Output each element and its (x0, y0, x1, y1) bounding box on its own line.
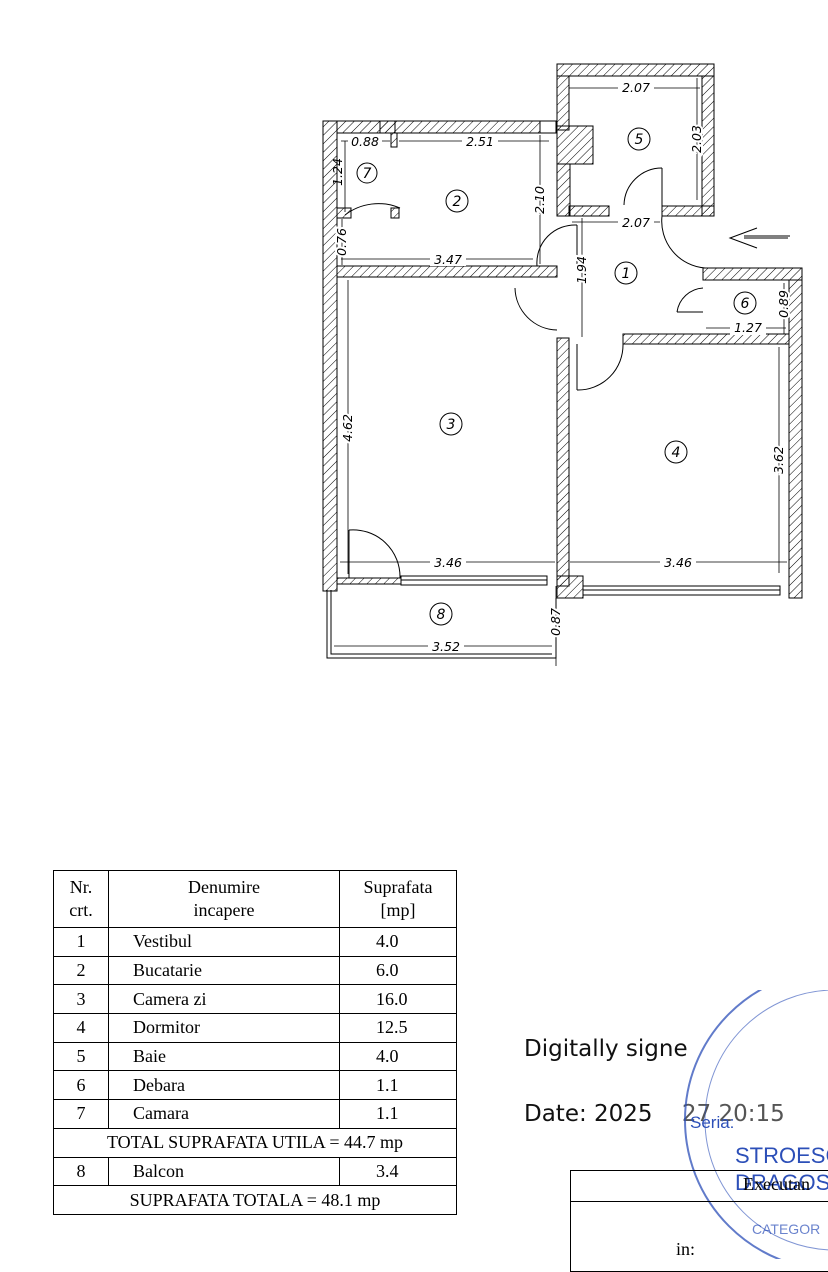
col-nr-header: Nr.crt. (53, 870, 109, 928)
walls (322, 63, 803, 599)
executant-label: Executan (743, 1174, 810, 1194)
dim-label: 2.10 (532, 186, 547, 214)
dim-label: 2.07 (622, 215, 650, 230)
stamp-name: DRAGOS (735, 1170, 828, 1195)
dim-label: 2.51 (466, 134, 494, 149)
dim-label: 2.07 (622, 80, 650, 95)
dim-label: 0.88 (351, 134, 379, 149)
dim-label: 3.46 (664, 555, 692, 570)
dim-label: 3.62 (771, 446, 786, 474)
dimension-labels: 2.07 2.03 0.88 2.51 1.24 2.10 2.07 0.76 … (330, 80, 793, 654)
executant-box: Executan in: (570, 1170, 828, 1272)
total-useful-row: TOTAL SUPRAFATA UTILA = 44.7 mp (53, 1127, 457, 1158)
dim-label: 3.46 (434, 555, 462, 570)
stamp-seria: Seria: (690, 1113, 735, 1132)
total-row: SUPRAFATA TOTALA = 48.1 mp (53, 1185, 457, 1215)
dim-label: 2.03 (689, 125, 704, 153)
room-number-1: 1 (622, 266, 631, 282)
room-number-2: 2 (453, 194, 462, 210)
dim-label: 0.87 (548, 608, 563, 636)
dim-label: 0.76 (334, 228, 349, 256)
dim-label: 0.89 (776, 290, 791, 318)
room-number-7: 7 (363, 166, 372, 182)
stamp-category: CATEGOR (752, 1221, 821, 1237)
col-area-header: Suprafata[mp] (339, 870, 457, 928)
dim-label: 3.52 (432, 639, 460, 654)
floor-plan: 5 2 7 1 6 3 4 8 2.07 2.03 0.88 2.51 1.24… (322, 63, 803, 666)
executant-foot: in: (676, 1239, 696, 1259)
stamp-seal (684, 990, 828, 1259)
stamp-name: STROESC (735, 1143, 828, 1168)
dim-label: 4.62 (340, 414, 355, 442)
room-number-5: 5 (635, 132, 644, 148)
signature-line: Digitally signe (524, 1036, 688, 1062)
signature-date: Date: 2025 27 20:15 (524, 1101, 785, 1127)
dim-label: 3.47 (434, 252, 462, 267)
dim-label: 1.24 (330, 158, 345, 186)
dim-label: 1.94 (574, 256, 589, 284)
room-number-8: 8 (437, 607, 446, 623)
room-number-6: 6 (741, 296, 750, 312)
room-numbers (356, 127, 757, 626)
room-number-4: 4 (672, 445, 681, 461)
room-number-3: 3 (447, 417, 456, 433)
dim-label: 1.27 (734, 320, 762, 335)
